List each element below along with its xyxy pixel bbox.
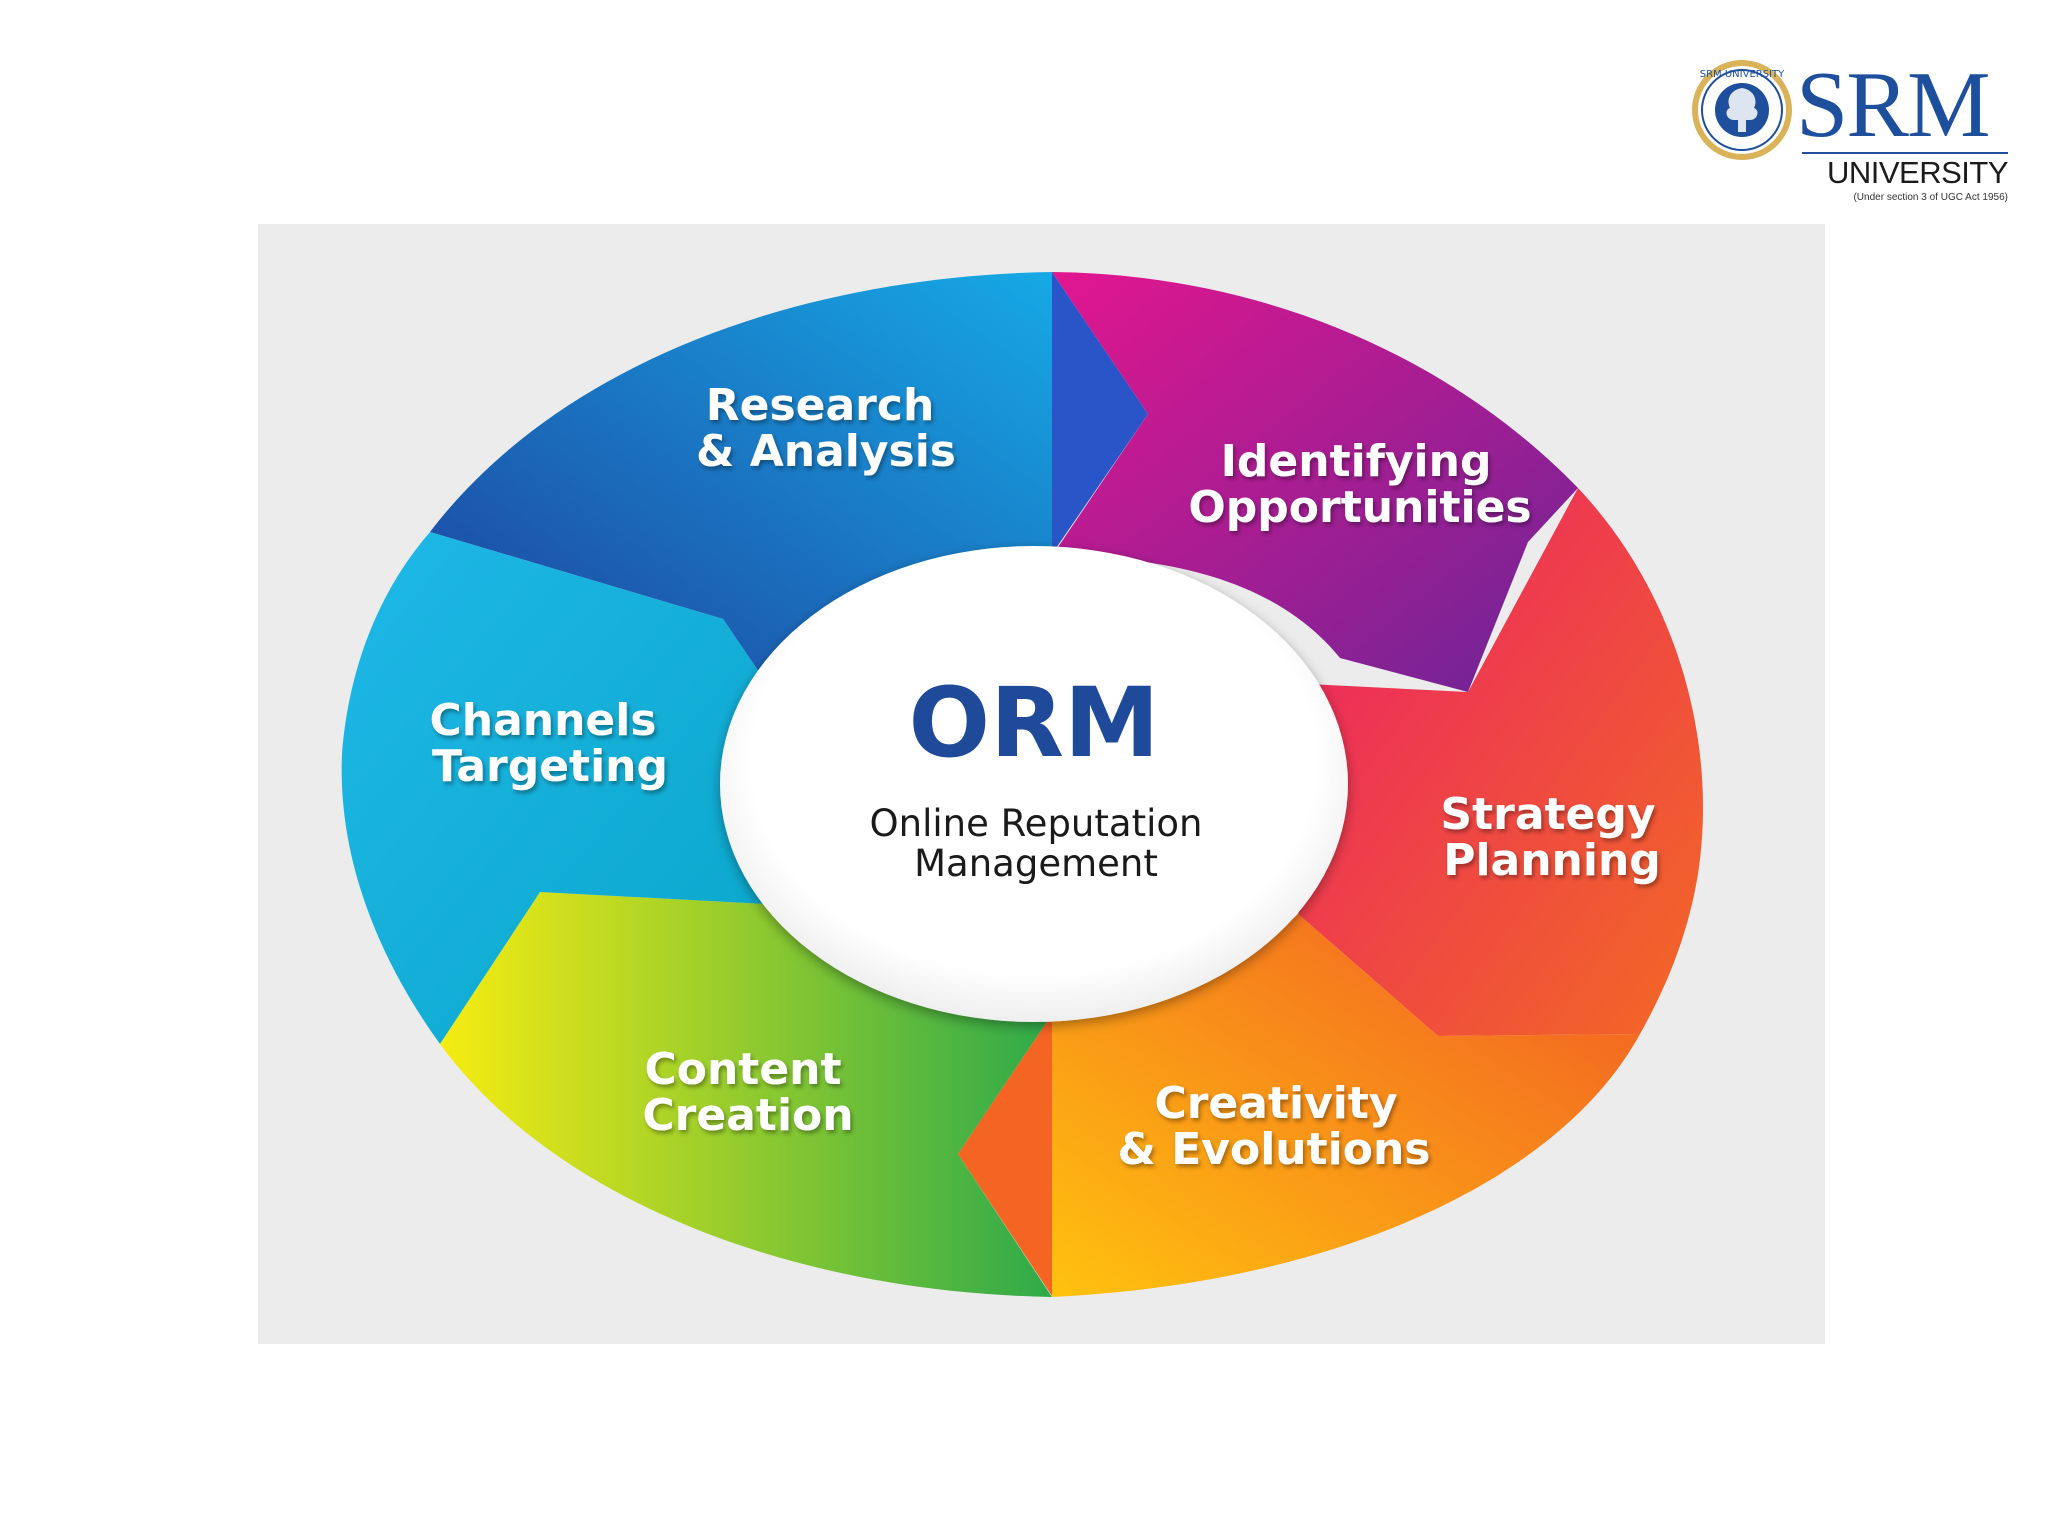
segment-identifying-opportunities [1052, 272, 1578, 692]
label-creativity-line1: Creativity [1154, 1078, 1397, 1129]
segment-strategy-planning [1298, 488, 1703, 1036]
label-strategy-line2: Planning [1443, 835, 1661, 886]
label-research-line2: & Analysis [696, 426, 956, 477]
brand-name: SRM [1796, 53, 1991, 157]
label-creativity-line2: & Evolutions [1118, 1124, 1431, 1175]
center-disc [720, 546, 1348, 1022]
label-content-line2: Creation [642, 1090, 853, 1141]
brand-tagline: (Under section 3 of UGC Act 1956) [1853, 192, 2008, 203]
label-strategy-line1: Strategy [1440, 789, 1655, 840]
orm-cycle-diagram: ORM Online Reputation Management Researc… [341, 272, 1703, 1297]
label-identifying-line2: Opportunities [1188, 482, 1531, 533]
segment-research-arrow [1052, 272, 1148, 554]
label-content-line1: Content [644, 1044, 841, 1095]
segment-creativity-arrow [958, 1014, 1052, 1296]
srm-university-logo: SRM UNIVERSITY SRM UNIVERSITY (Under sec… [1690, 58, 2020, 210]
center-title: ORM [908, 667, 1159, 779]
label-channels-line1: Channels [429, 695, 656, 746]
segment-creativity-evolutions [1052, 914, 1640, 1297]
orm-diagram-panel: ORM Online Reputation Management Researc… [258, 224, 1825, 1344]
label-identifying-line1: Identifying [1221, 436, 1492, 487]
seal-text: SRM UNIVERSITY [1700, 69, 1785, 80]
label-channels-line2: Targeting [432, 741, 668, 792]
segment-channels-targeting [341, 532, 774, 1044]
center-subtitle-line1: Online Reputation [870, 802, 1203, 845]
center-subtitle-line2: Management [914, 842, 1158, 885]
brand-subtitle: UNIVERSITY [1802, 152, 2009, 190]
university-seal-icon: SRM UNIVERSITY [1692, 60, 1792, 160]
label-research-line1: Research [706, 380, 935, 431]
